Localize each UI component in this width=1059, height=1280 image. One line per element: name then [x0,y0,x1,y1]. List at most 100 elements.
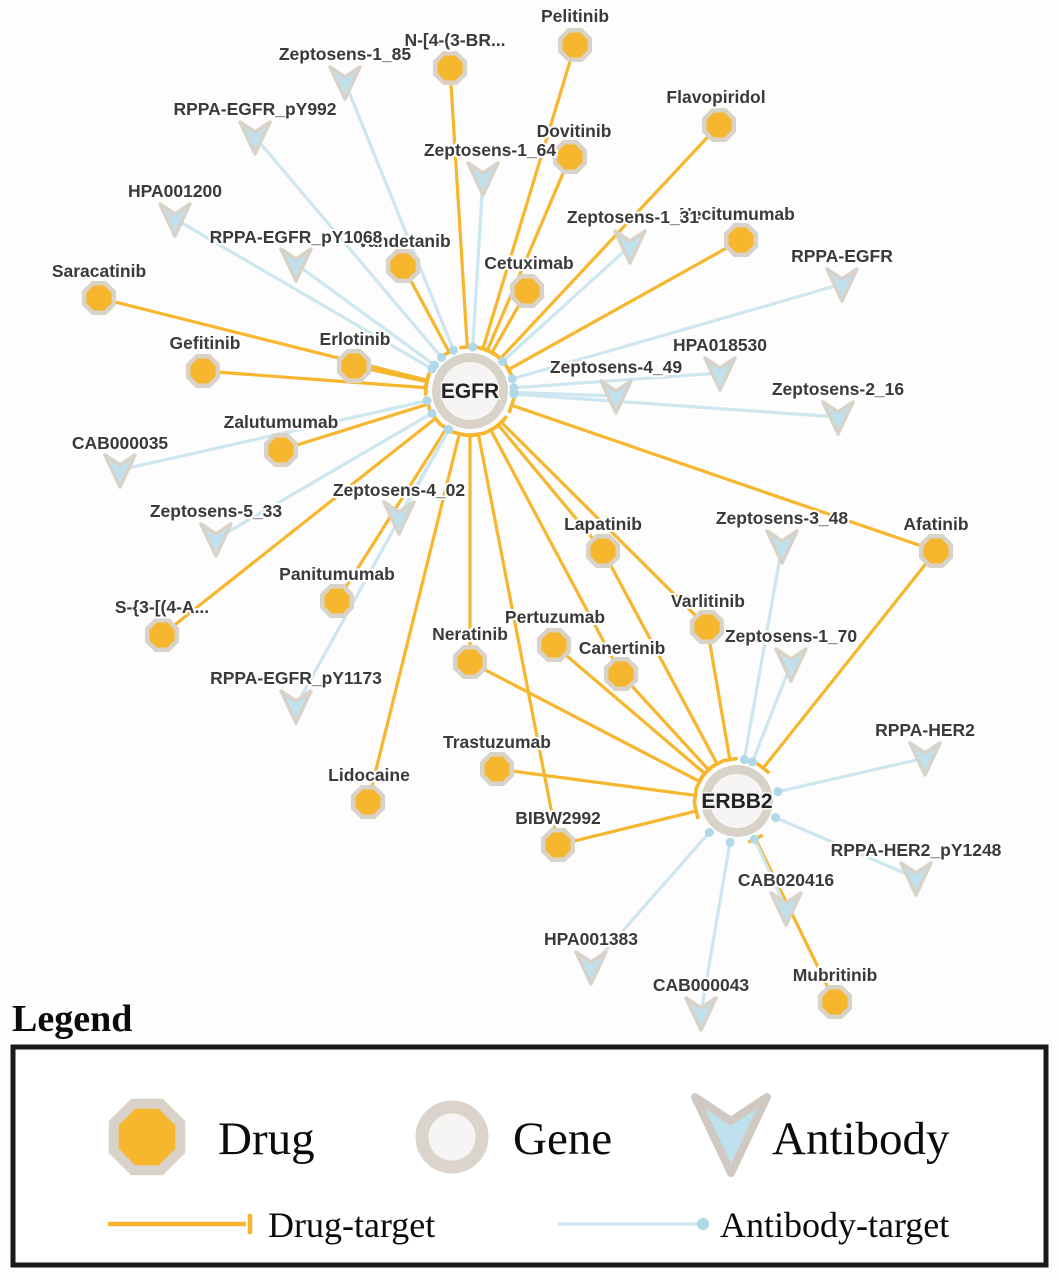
gene-node-erbb2[interactable] [701,765,773,837]
drug-target-edge-pelitinib-egfr [481,44,577,350]
drug-target-edge-dovitinib-egfr [485,156,572,352]
antibody-chevron-rppa-egfr [825,267,859,303]
antibody-chevron-zeptosens-5_33 [199,522,233,558]
gene-label-erbb2: ERBB2 [701,790,772,813]
legend: Legend Drug Gene Antibody Drug-target An… [10,998,1049,1268]
antibody-node-hpa018530[interactable] [703,356,737,392]
antibody-target-edge-rppa-her2_py1248-erbb2 [774,816,917,880]
antibody-target-dot-rppa-her2 [773,787,783,797]
drug-target-edge-canertinib-erbb2 [619,672,710,772]
antibody-chevron-zeptosens-4_02 [382,500,416,536]
antibody-node-zeptosens-1_70[interactable] [774,647,808,683]
antibody-node-rppa-egfr_py992[interactable] [238,120,272,156]
legend-antibody-target-dot [697,1218,709,1230]
drug-node-bibw2992[interactable] [540,827,576,863]
drug-node-dovitinib[interactable] [552,139,588,175]
drug-octagon-gefitinib [185,353,221,389]
drug-node-gefitinib[interactable] [185,353,221,389]
drug-octagon-lidocaine [350,784,386,820]
nodes-layer [81,27,954,1032]
drug-octagon-dovitinib [552,139,588,175]
antibody-node-rppa-her2_py1248[interactable] [899,861,933,897]
antibody-node-cab000043[interactable] [684,996,718,1032]
antibody-target-edge-rppa-egfr_py992-egfr [253,135,443,359]
drug-target-tee-afatinib [507,397,516,414]
antibody-node-cab020416[interactable] [769,891,803,927]
antibody-target-dot-rppa-egfr [507,374,517,384]
antibody-target-edge-cab020416-erbb2 [753,838,788,909]
drug-target-edge-varlitinib-egfr [500,420,709,629]
node-label-neratinib: Neratinib [432,624,508,644]
antibody-target-edge-hpa001200-egfr [174,217,433,371]
drug-node-vandetanib[interactable] [385,248,421,284]
antibody-node-rppa-egfr_py1068[interactable] [279,247,313,283]
antibody-node-hpa001200[interactable] [158,202,192,238]
drug-node-lapatinib[interactable] [585,533,621,569]
node-label-rppa-her2_py1248: RPPA-HER2_pY1248 [831,840,1002,860]
legend-box [10,1044,1049,1268]
drug-node-trastuzumab[interactable] [479,751,515,787]
drug-target-edge-s3-4a-egfr [161,417,437,637]
drug-target-edge-mubritinib-erbb2 [753,838,837,1003]
node-label-cab000043: CAB000043 [653,975,750,995]
antibody-node-rppa-egfr_py1173[interactable] [279,689,313,725]
drug-node-afatinib[interactable] [918,533,954,569]
drug-node-erlotinib[interactable] [336,348,372,384]
antibody-target-edge-cab000043-erbb2 [699,842,732,1014]
node-label-afatinib: Afatinib [903,514,968,534]
node-label-bibw2992: BIBW2992 [515,808,601,828]
drug-node-necitumumab[interactable] [723,222,759,258]
antibody-target-dot-cab020416 [750,834,759,844]
drug-node-neratinib[interactable] [452,644,488,680]
drug-node-n4-3br[interactable] [432,50,468,86]
drug-node-pertuzumab[interactable] [536,627,572,663]
drug-node-zalutumumab[interactable] [263,432,299,468]
node-label-dovitinib: Dovitinib [537,121,612,141]
drug-node-cetuximab[interactable] [509,273,545,309]
node-label-rppa-egfr_py992: RPPA-EGFR_pY992 [173,99,336,119]
node-label-zeptosens-2_16: Zeptosens-2_16 [772,379,905,399]
antibody-node-zeptosens-4_49[interactable] [599,379,633,415]
legend-drug-target-label: Drug-target [268,1205,435,1245]
antibody-node-zeptosens-4_02[interactable] [382,500,416,536]
antibody-node-rppa-her2[interactable] [908,741,942,777]
antibody-target-dot-zeptosens-3_48 [739,755,749,765]
antibody-chevron-rppa-egfr_py1173 [279,689,313,725]
antibody-target-edge-zeptosens-4_49-egfr [513,390,617,398]
drug-node-mubritinib[interactable] [817,984,853,1020]
drug-node-varlitinib[interactable] [689,609,725,645]
drug-node-s3-4a[interactable] [144,617,180,653]
drug-octagon-panitumumab [319,583,355,619]
drug-node-pelitinib[interactable] [557,27,593,63]
drug-node-flavopiridol[interactable] [701,107,737,143]
legend-gene-label: Gene [513,1113,612,1165]
antibody-node-rppa-egfr[interactable] [825,267,859,303]
drug-target-edge-flavopiridol-egfr [498,123,721,360]
antibody-node-hpa001383[interactable] [574,950,608,986]
antibody-target-edge-zeptosens-2_16-egfr [513,392,839,419]
drug-node-panitumumab[interactable] [319,583,355,619]
antibody-target-dot-cab000035 [422,396,432,406]
gene-node-egfr[interactable] [432,353,508,429]
legend-antibody-icon [691,1093,771,1177]
antibody-node-zeptosens-2_16[interactable] [821,400,855,436]
node-label-cab000035: CAB000035 [72,433,169,453]
antibody-node-cab000035[interactable] [103,453,137,489]
drug-target-tee-necitumumab [502,361,514,378]
antibody-chevron-hpa001383 [574,950,608,986]
node-label-trastuzumab: Trastuzumab [443,732,551,752]
drug-node-lidocaine[interactable] [350,784,386,820]
drug-octagon-s3-4a [144,617,180,653]
antibody-node-zeptosens-5_33[interactable] [199,522,233,558]
drug-node-saracatinib[interactable] [81,280,117,316]
antibody-chevron-zeptosens-1_64 [466,161,500,197]
drug-octagon-flavopiridol [701,107,737,143]
drug-node-canertinib[interactable] [603,656,639,692]
drug-target-tee-varlitinib [721,756,739,763]
antibody-node-zeptosens-1_64[interactable] [466,161,500,197]
drug-target-edge-neratinib-erbb2 [469,660,701,784]
antibody-node-zeptosens-1_85[interactable] [328,65,362,101]
gene-label-egfr: EGFR [441,380,499,403]
antibody-node-zeptosens-3_48[interactable] [765,529,799,565]
antibody-node-zeptosens-1_31[interactable] [613,229,647,265]
